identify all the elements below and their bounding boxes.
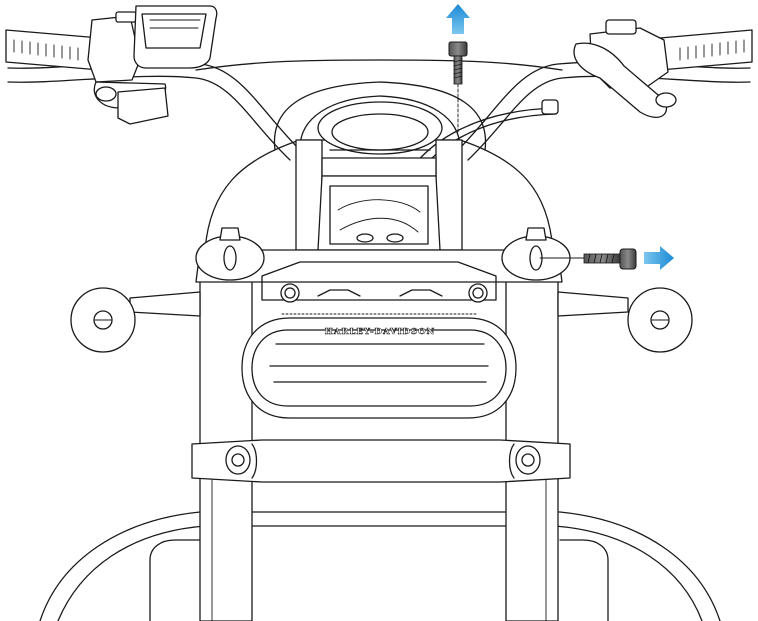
right-grip	[659, 29, 753, 71]
fork-top-caps	[195, 227, 571, 281]
headlamp: HARLEY-DAVIDSON	[241, 313, 517, 419]
headlamp-badge: HARLEY-DAVIDSON	[325, 327, 436, 337]
arrow-up-icon	[446, 4, 470, 34]
left-grip	[5, 29, 101, 71]
right-controls	[573, 19, 677, 118]
crash-bar	[39, 511, 721, 621]
lower-triple-clamp	[191, 439, 571, 483]
arrow-right-icon	[644, 246, 674, 270]
left-controls	[87, 5, 218, 125]
top-bolt	[448, 41, 468, 135]
headlamp-bracket	[195, 249, 563, 303]
instrument-cluster	[317, 101, 443, 155]
left-turn-signal	[70, 287, 201, 353]
right-turn-signal	[557, 287, 693, 353]
upper-triple-clamp	[295, 139, 463, 251]
side-bolt	[539, 248, 637, 270]
